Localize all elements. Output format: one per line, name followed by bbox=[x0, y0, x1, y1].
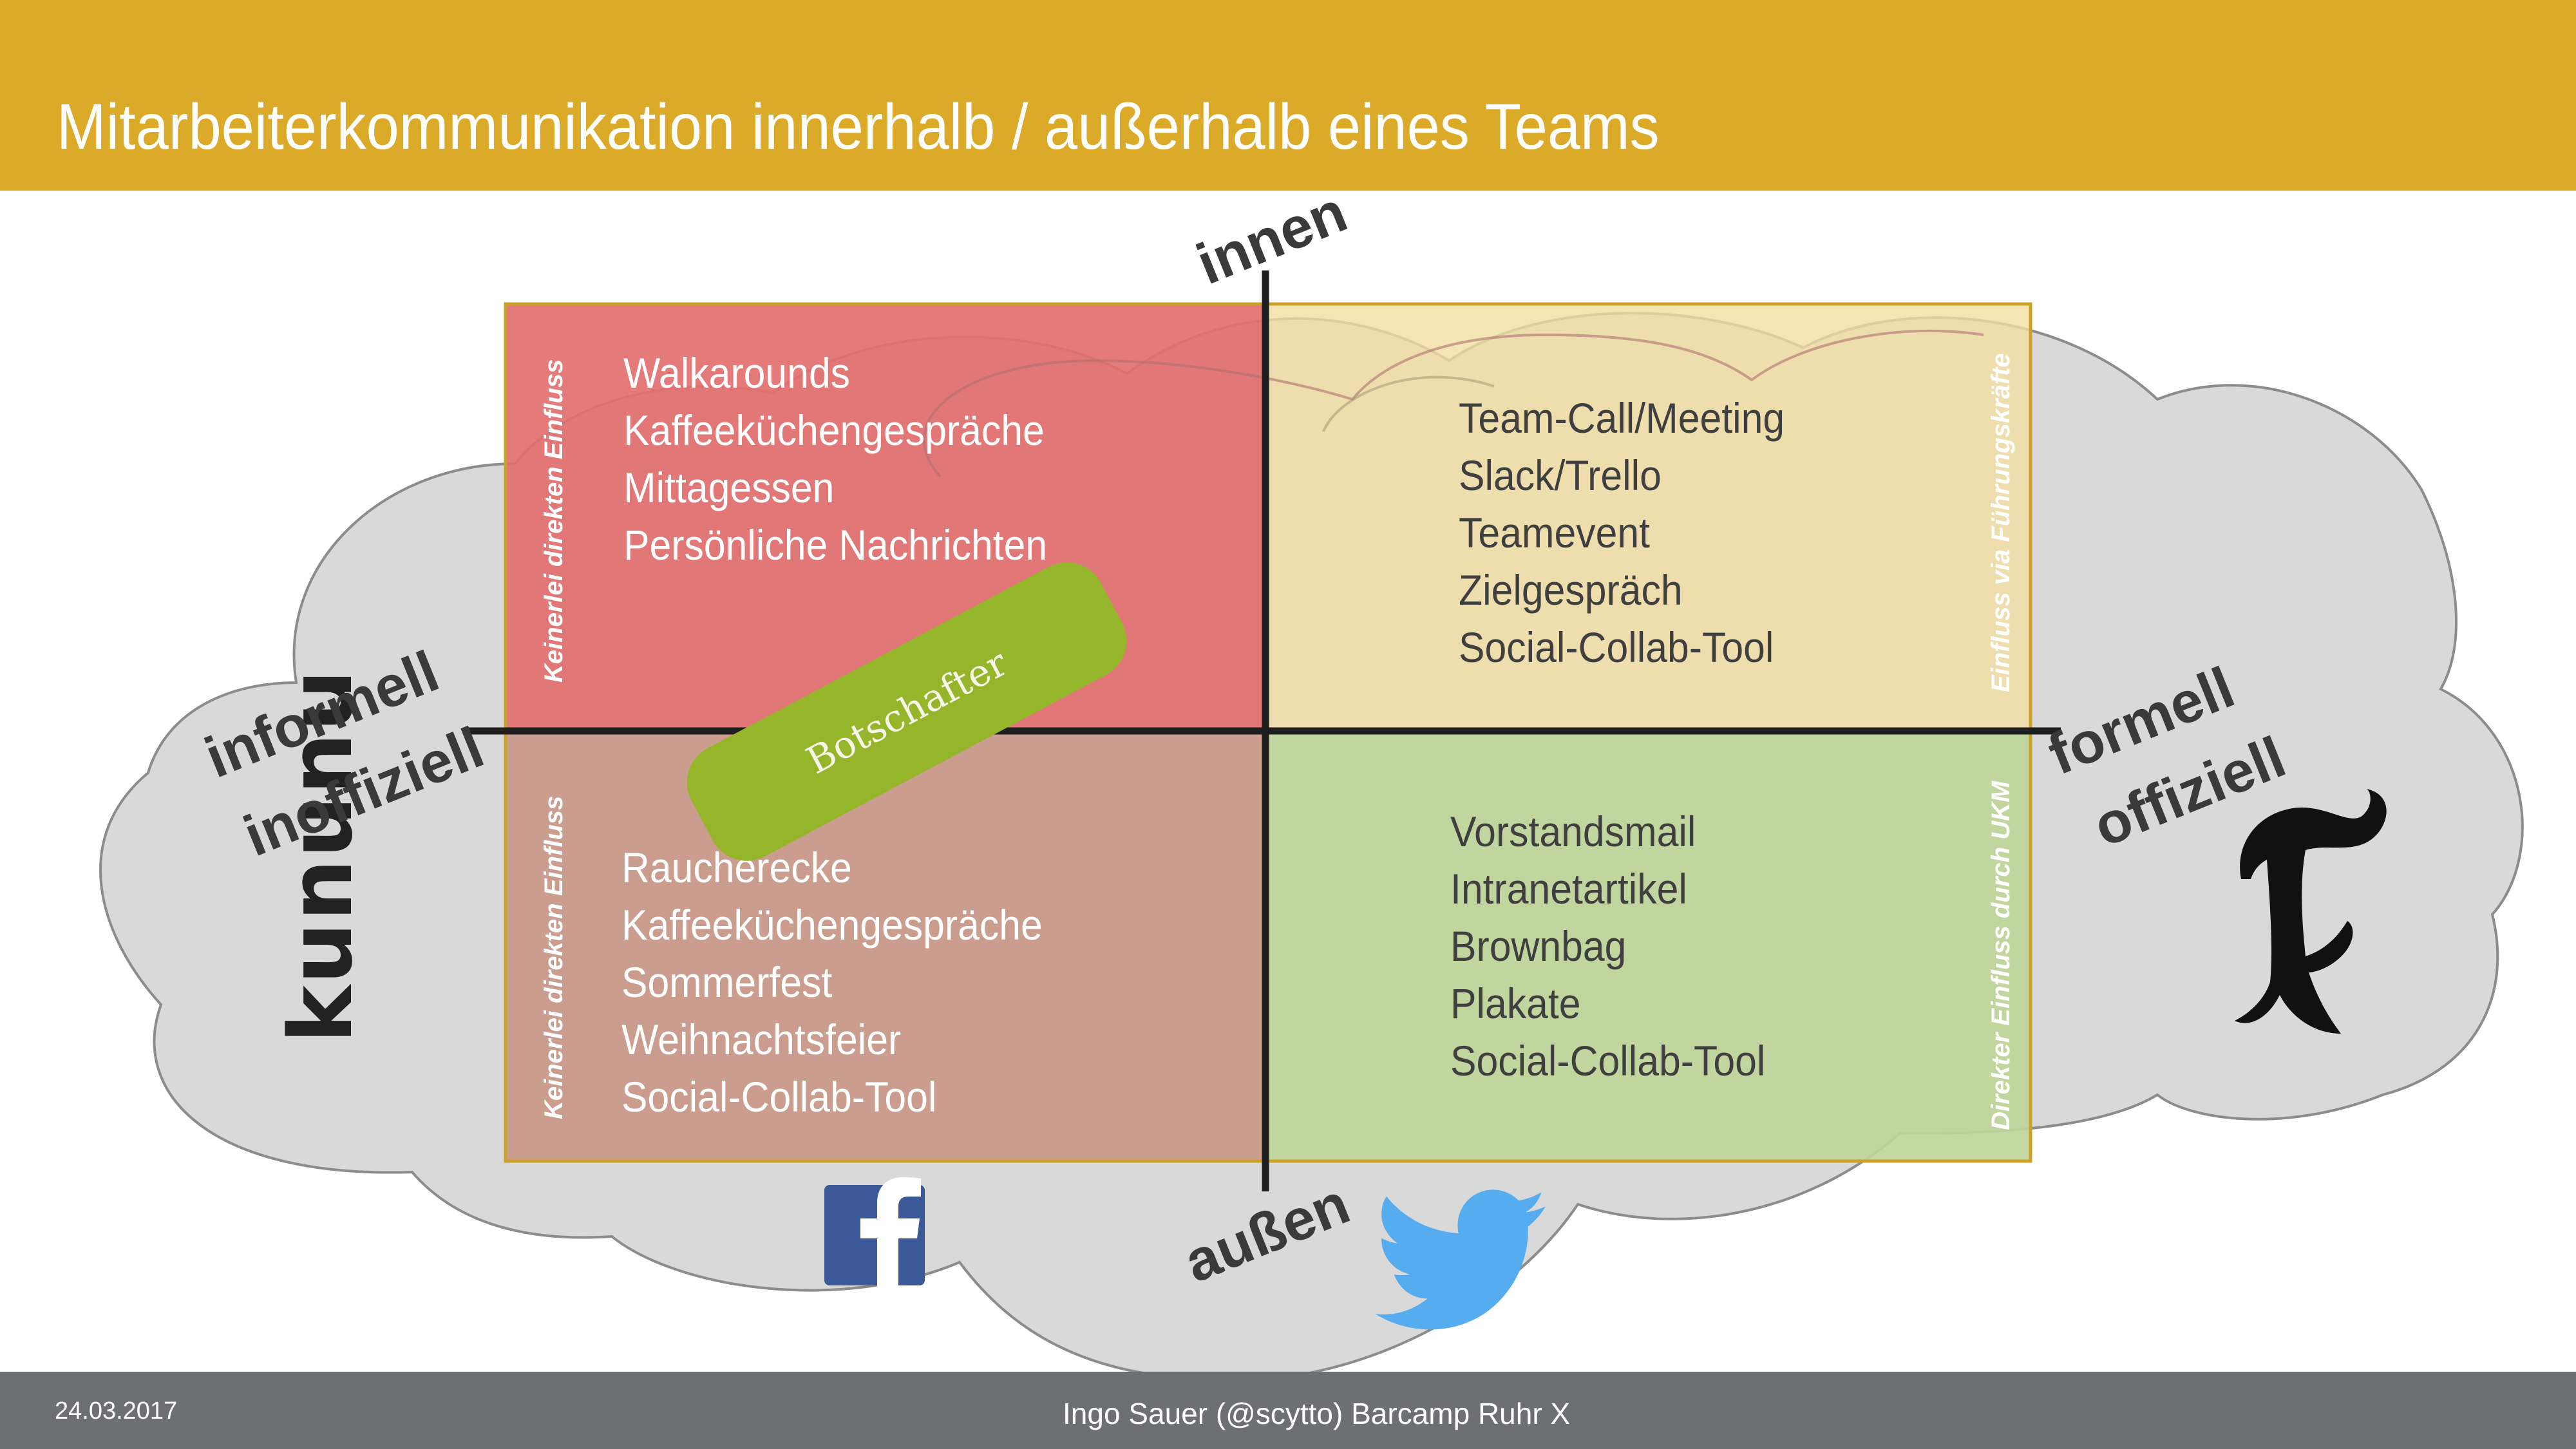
side-label-bottom-right: Direkter Einfluss durch UKM bbox=[1987, 781, 2015, 1130]
facebook-icon bbox=[824, 1177, 925, 1291]
list-item: Mittagessen bbox=[623, 464, 835, 511]
list-item: Plakate bbox=[1450, 980, 1581, 1027]
list-item: Team-Call/Meeting bbox=[1459, 394, 1785, 442]
footer-date: 24.03.2017 bbox=[55, 1397, 178, 1425]
list-item: Vorstandsmail bbox=[1450, 808, 1696, 855]
list-item: Weihnachtsfeier bbox=[621, 1016, 902, 1063]
list-item: Social-Collab-Tool bbox=[1450, 1037, 1766, 1084]
list-item: Kaffeeküchengespräche bbox=[621, 901, 1043, 949]
title-bar bbox=[0, 0, 2576, 191]
side-label-top-left: Keinerlei direkten Einfluss bbox=[540, 359, 568, 683]
side-label-bottom-left: Keinerlei direkten Einfluss bbox=[540, 795, 568, 1119]
list-top-left: Walkarounds Kaffeeküchengespräche Mittag… bbox=[623, 345, 1084, 574]
faz-logo-icon bbox=[2235, 789, 2387, 1034]
list-bottom-left: Raucherecke Kaffeeküchengespräche Sommer… bbox=[621, 839, 1079, 1126]
quadrant-bottom-right bbox=[1265, 731, 2031, 1161]
list-item: Brownbag bbox=[1450, 922, 1627, 970]
list-item: Walkarounds bbox=[623, 349, 851, 397]
list-item: Raucherecke bbox=[621, 844, 852, 891]
list-item: Persönliche Nachrichten bbox=[623, 521, 1048, 569]
list-top-right: Team-Call/Meeting Slack/Trello Teamevent… bbox=[1459, 390, 1813, 676]
list-item: Social-Collab-Tool bbox=[621, 1073, 937, 1121]
footer-author: Ingo Sauer (@scytto) Barcamp Ruhr X bbox=[1063, 1397, 1571, 1430]
cloud-bump-lines bbox=[923, 329, 1984, 478]
list-item: Slack/Trello bbox=[1459, 451, 1662, 499]
list-item: Teamevent bbox=[1459, 509, 1651, 556]
list-item: Sommerfest bbox=[621, 958, 833, 1006]
list-item: Social-Collab-Tool bbox=[1459, 623, 1774, 671]
list-bottom-right: Vorstandsmail Intranetartikel Brownbag P… bbox=[1450, 803, 1793, 1090]
quadrant-bottom-left bbox=[506, 731, 1265, 1161]
footer-bar bbox=[0, 1372, 2576, 1449]
list-item: Intranetartikel bbox=[1450, 865, 1687, 913]
quadrant-top-right bbox=[1265, 304, 2031, 731]
twitter-icon bbox=[1374, 1189, 1546, 1330]
slide-title: Mitarbeiterkommunikation innerhalb / auß… bbox=[57, 91, 1660, 163]
side-label-top-right: Einfluss via Führungskräfte bbox=[1987, 353, 2015, 692]
list-item: Zielgespräch bbox=[1459, 566, 1683, 614]
list-item: Kaffeeküchengespräche bbox=[623, 406, 1045, 454]
